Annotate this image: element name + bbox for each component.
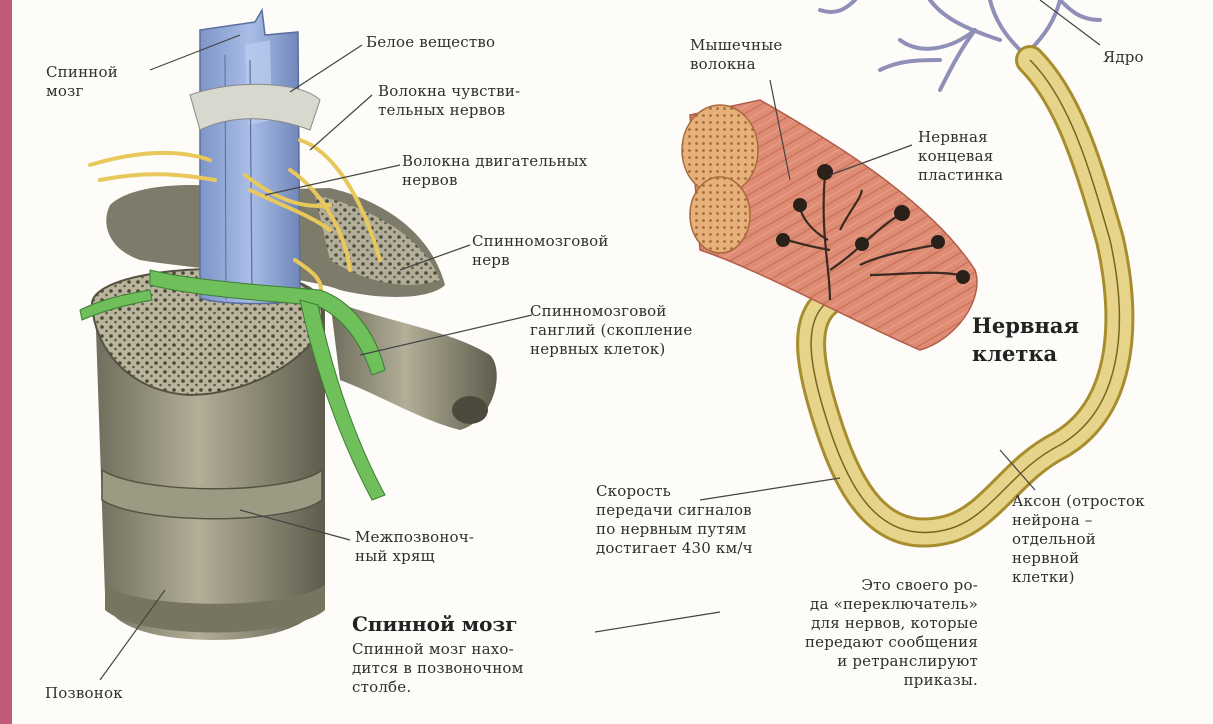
label-axon: Аксон (отросток нейрона – отдельной нерв… <box>1012 492 1145 587</box>
label-muscle-fibers: Мышечные волокна <box>690 36 782 74</box>
label-nerve-end-plate: Нервная концевая пластинка <box>918 128 1003 185</box>
label-white-matter: Белое вещество <box>366 33 495 52</box>
heading-spinal-cord: Спинной мозг <box>352 612 518 636</box>
label-intervertebral-cartilage: Межпозвоноч- ный хрящ <box>355 528 474 566</box>
process-hole <box>452 396 488 424</box>
label-vertebra: Позвонок <box>45 684 123 703</box>
note-switch: Это своего ро- да «переключатель» для не… <box>740 576 978 690</box>
label-spinal-ganglion: Спинномозговой ганглий (скопление нервны… <box>530 302 692 359</box>
label-sensory-fibers: Волокна чувстви- тельных нервов <box>378 82 520 120</box>
note-signal-speed: Скорость передачи сигналов по нервным пу… <box>596 482 753 558</box>
label-motor-fibers: Волокна двигательных нервов <box>402 152 587 190</box>
heading-nerve-cell: Нервная клетка <box>972 312 1079 368</box>
label-spinal-cord: Спинной мозг <box>46 63 118 101</box>
label-nucleus: Ядро <box>1103 48 1144 67</box>
spinal-cord-description: Спинной мозг нахо- дится в позвоночном с… <box>352 640 524 697</box>
left-edge-strip <box>0 0 12 724</box>
label-spinal-nerve: Спинномозговой нерв <box>472 232 609 270</box>
